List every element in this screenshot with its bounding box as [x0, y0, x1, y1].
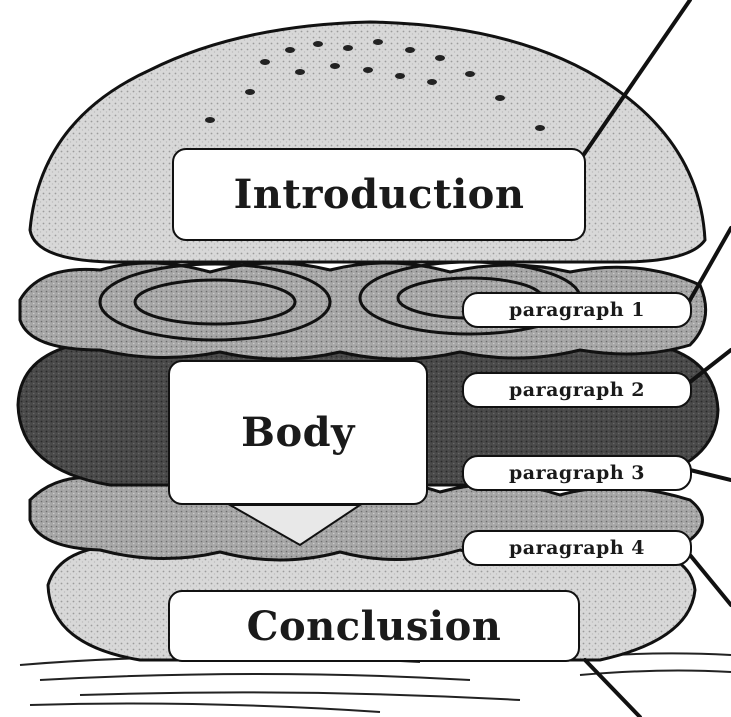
- paragraph-3-label: paragraph 3: [462, 455, 692, 491]
- conclusion-label: Conclusion: [168, 590, 580, 662]
- paragraph-2-label: paragraph 2: [462, 372, 692, 408]
- conclusion-text: Conclusion: [247, 603, 502, 650]
- paragraph-3-text: paragraph 3: [509, 462, 645, 484]
- introduction-text: Introduction: [234, 171, 525, 218]
- introduction-label: Introduction: [172, 148, 586, 241]
- paragraph-1-text: paragraph 1: [509, 299, 645, 321]
- body-label: Body: [168, 360, 428, 505]
- paragraph-4-label: paragraph 4: [462, 530, 692, 566]
- paragraph-4-text: paragraph 4: [509, 537, 645, 559]
- paragraph-2-text: paragraph 2: [509, 379, 645, 401]
- body-text: Body: [241, 409, 355, 456]
- paragraph-1-label: paragraph 1: [462, 292, 692, 328]
